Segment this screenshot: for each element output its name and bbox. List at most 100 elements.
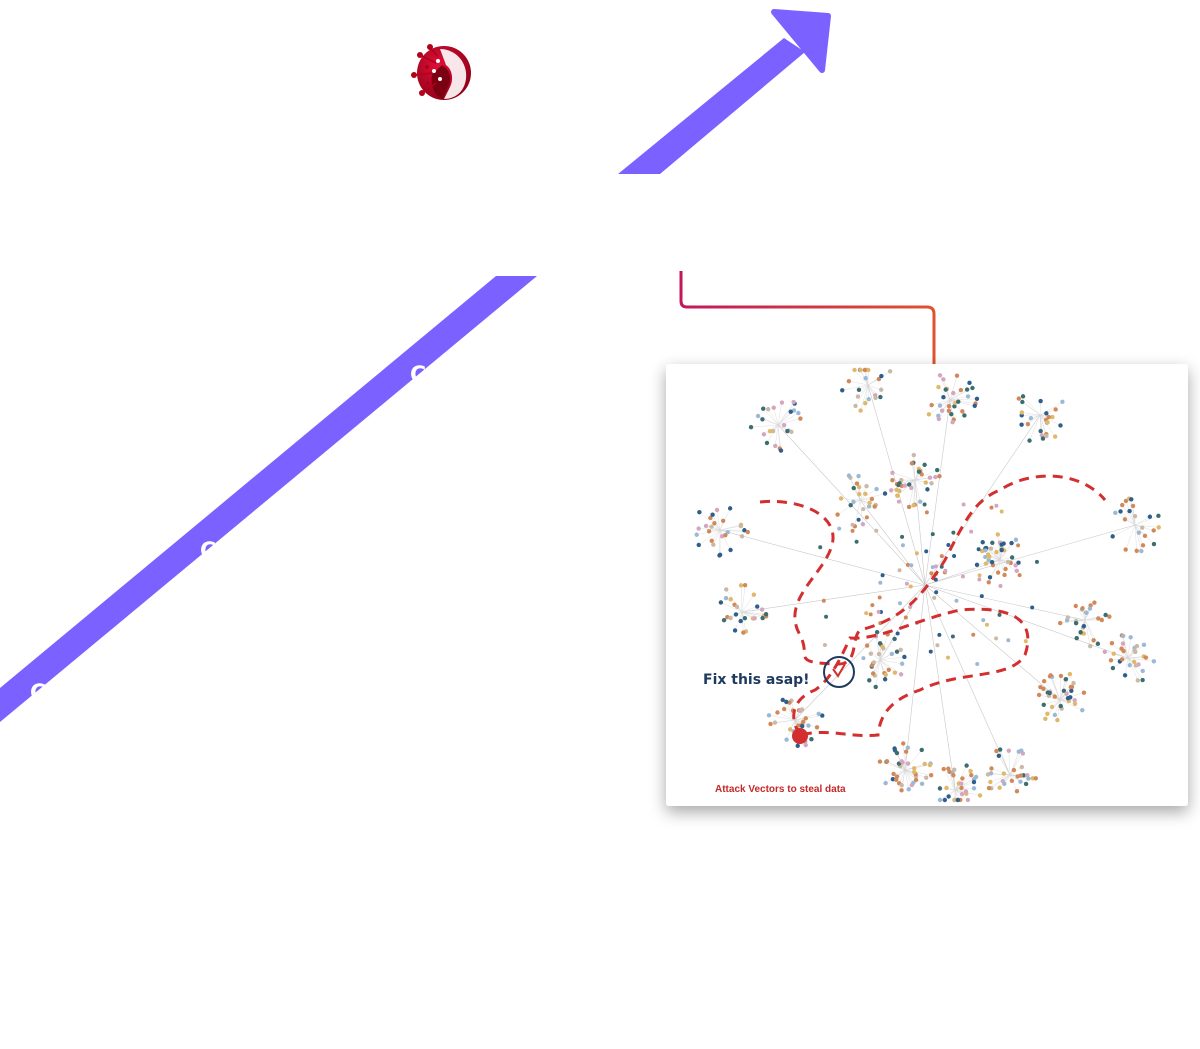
- graph-node: [892, 636, 897, 642]
- compromised-node[interactable]: [792, 728, 808, 744]
- graph-node: [1019, 422, 1024, 427]
- graph-edge: [1009, 774, 1018, 792]
- graph-edge: [1127, 657, 1154, 662]
- graph-node: [708, 515, 713, 521]
- graph-node: [1023, 781, 1029, 787]
- graph-node: [1055, 717, 1060, 723]
- graph-node: [814, 725, 820, 730]
- graph-edge: [766, 424, 779, 443]
- graph-node: [880, 573, 885, 578]
- graph-edge: [859, 493, 886, 501]
- graph-node: [894, 649, 900, 654]
- graph-node: [874, 486, 879, 492]
- graph-node: [720, 518, 726, 523]
- graph-node: [714, 507, 720, 513]
- graph-edge: [904, 769, 923, 784]
- graph-node: [732, 628, 738, 633]
- graph-node: [896, 483, 901, 488]
- graph-node: [1052, 694, 1058, 699]
- graph-node: [717, 553, 722, 558]
- graph-edge: [931, 399, 951, 406]
- graph-node: [924, 549, 929, 554]
- graph-edge: [904, 751, 907, 771]
- graph-node: [1151, 659, 1157, 664]
- graph-node: [877, 759, 883, 764]
- graph-node: [954, 373, 960, 378]
- graph-node: [721, 617, 727, 623]
- graph-node: [890, 478, 895, 483]
- graph-edge: [1111, 643, 1129, 659]
- graph-node: [822, 643, 827, 648]
- graph-node: [960, 409, 965, 414]
- graph-node: [899, 788, 904, 793]
- graph-node: [861, 507, 866, 512]
- graph-edge: [938, 399, 951, 419]
- graph-node: [864, 611, 869, 616]
- graph-edge: [719, 508, 731, 531]
- graph-edge: [1022, 396, 1041, 416]
- graph-node: [755, 604, 760, 609]
- graph-node: [906, 787, 911, 792]
- graph-node: [958, 387, 964, 393]
- graph-node: [696, 542, 701, 548]
- graph-node: [752, 616, 757, 621]
- graph-node: [1072, 697, 1077, 703]
- graph-edge: [763, 408, 779, 426]
- graph-edge: [1127, 657, 1138, 681]
- graph-node: [890, 776, 896, 782]
- graph-node: [976, 547, 981, 552]
- graph-node: [728, 615, 733, 621]
- timeline-marker-1: C: [30, 681, 46, 706]
- graph-node: [876, 651, 882, 657]
- graph-node: [1003, 566, 1008, 572]
- graph-node: [760, 417, 765, 422]
- graph-edge: [954, 781, 975, 791]
- graph-node: [869, 496, 875, 502]
- graph-node: [908, 584, 913, 589]
- graph-node: [939, 408, 945, 413]
- graph-edge: [953, 775, 956, 791]
- graph-edge: [719, 529, 731, 551]
- virus-network-logo-icon: [411, 44, 471, 100]
- graph-node: [1134, 643, 1140, 649]
- graph-node: [933, 474, 938, 480]
- graph-node: [1058, 703, 1063, 709]
- graph-node: [742, 528, 747, 533]
- graph-node: [952, 404, 957, 409]
- graph-edge: [866, 645, 881, 661]
- graph-node: [742, 582, 748, 588]
- graph-node: [985, 772, 991, 777]
- graph-node: [986, 557, 991, 563]
- graph-edge: [1050, 675, 1061, 701]
- graph-edge: [1043, 699, 1061, 705]
- graph-node: [990, 540, 995, 546]
- graph-edge: [777, 412, 799, 426]
- graph-node: [971, 786, 977, 791]
- graph-edge: [859, 499, 864, 525]
- graph-node: [1081, 623, 1087, 629]
- graph-node: [799, 707, 805, 712]
- graph-node: [928, 649, 933, 654]
- graph-edge: [842, 384, 869, 391]
- arrow-shaft-upper: [618, 38, 805, 174]
- graph-edge: [874, 659, 881, 676]
- graph-node: [907, 482, 912, 487]
- graph-node: [870, 603, 875, 608]
- graph-node: [879, 387, 884, 392]
- graph-edge: [698, 529, 721, 546]
- graph-node: [1018, 773, 1023, 778]
- graph-edge: [999, 559, 1017, 572]
- graph-node: [983, 554, 988, 559]
- graph-edge: [837, 499, 861, 515]
- graph-node: [977, 577, 982, 582]
- graph-node: [927, 475, 933, 480]
- graph-edge: [1008, 750, 1011, 776]
- graph-node: [988, 546, 994, 551]
- arrow-head: [771, 9, 831, 73]
- graph-node: [1009, 778, 1015, 784]
- graph-edge: [751, 424, 779, 428]
- graph-node: [1052, 712, 1058, 718]
- graph-node: [1156, 513, 1161, 519]
- graph-node: [1084, 610, 1089, 615]
- graph-node: [905, 562, 910, 567]
